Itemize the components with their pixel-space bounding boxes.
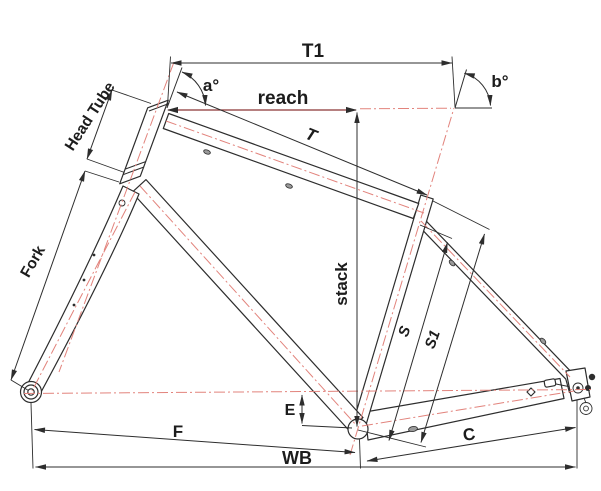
headset-top-cup <box>148 103 170 112</box>
label-s1: S1 <box>422 328 444 351</box>
label-s: S <box>395 324 414 339</box>
cable-guide-2 <box>285 183 293 189</box>
label-reach: reach <box>258 88 309 109</box>
label-t: T <box>303 124 321 146</box>
dim-s-base-bottom <box>357 429 427 448</box>
label-f: F <box>173 422 183 441</box>
cable-guide-4 <box>539 337 547 345</box>
b-angle-arc <box>463 72 493 106</box>
a-angle-leg <box>166 67 183 109</box>
axle-ring <box>572 382 584 394</box>
top-tube-centerline <box>165 120 425 214</box>
reach-arrow-left <box>167 106 178 114</box>
derailleur-bolt-1 <box>588 373 596 381</box>
fork-boss-3 <box>72 303 76 307</box>
dim-fork-ext-top <box>84 170 120 183</box>
dim-head-tube-ext-top <box>111 89 152 104</box>
dim-c <box>366 426 576 463</box>
front-axle-inner <box>27 388 35 396</box>
dim-t1-ext-right <box>451 56 456 108</box>
rear-derailleur <box>543 367 596 415</box>
reach-level-dashed <box>359 107 452 110</box>
skewer-body <box>543 378 557 388</box>
dim-fork-ext-bottom <box>10 379 29 391</box>
derailleur-bolt-2 <box>585 385 591 391</box>
chain-stay-centerline <box>361 390 575 427</box>
dim-s1-base-top <box>432 200 490 230</box>
label-b-angle: b° <box>491 72 508 91</box>
dropout-plate <box>565 367 591 402</box>
seat-stay <box>416 217 579 394</box>
dim-t <box>176 91 428 196</box>
label-stack: stack <box>332 262 351 306</box>
fork-boss-1 <box>92 253 96 257</box>
fork-boss-2 <box>82 278 86 282</box>
label-fork: Fork <box>17 243 49 281</box>
top-tube <box>162 112 420 220</box>
label-e: E <box>285 402 296 419</box>
jockey-wheel-inner <box>583 405 589 412</box>
label-wb: WB <box>282 448 312 468</box>
reach-arrow-right <box>346 106 357 114</box>
dim-s-base-top <box>419 224 453 239</box>
fork-crown-hole <box>118 199 126 207</box>
front-axle-ext <box>30 402 34 469</box>
dim-s1 <box>420 233 485 443</box>
seat-stay-centerline <box>420 220 571 378</box>
dim-f <box>34 427 356 455</box>
b-angle-leg <box>454 69 467 109</box>
dim-head-tube <box>86 89 113 160</box>
dimension-lines <box>10 56 578 470</box>
axle-centerline <box>23 389 595 394</box>
jockey-wheel-outer <box>579 402 593 415</box>
axle-dot <box>576 386 580 390</box>
label-c: C <box>462 424 477 445</box>
dim-head-tube-ext-bottom <box>86 158 125 173</box>
frame-outline <box>19 99 596 441</box>
label-a-angle: a° <box>203 76 219 95</box>
label-t1: T1 <box>302 41 325 62</box>
dim-fork <box>10 170 86 381</box>
dim-t1-ext-left <box>167 56 171 107</box>
label-head-tube: Head Tube <box>62 79 119 154</box>
bb-ext <box>359 439 361 469</box>
down-tube-centerline <box>139 185 358 427</box>
cable-guide-1 <box>203 149 211 155</box>
